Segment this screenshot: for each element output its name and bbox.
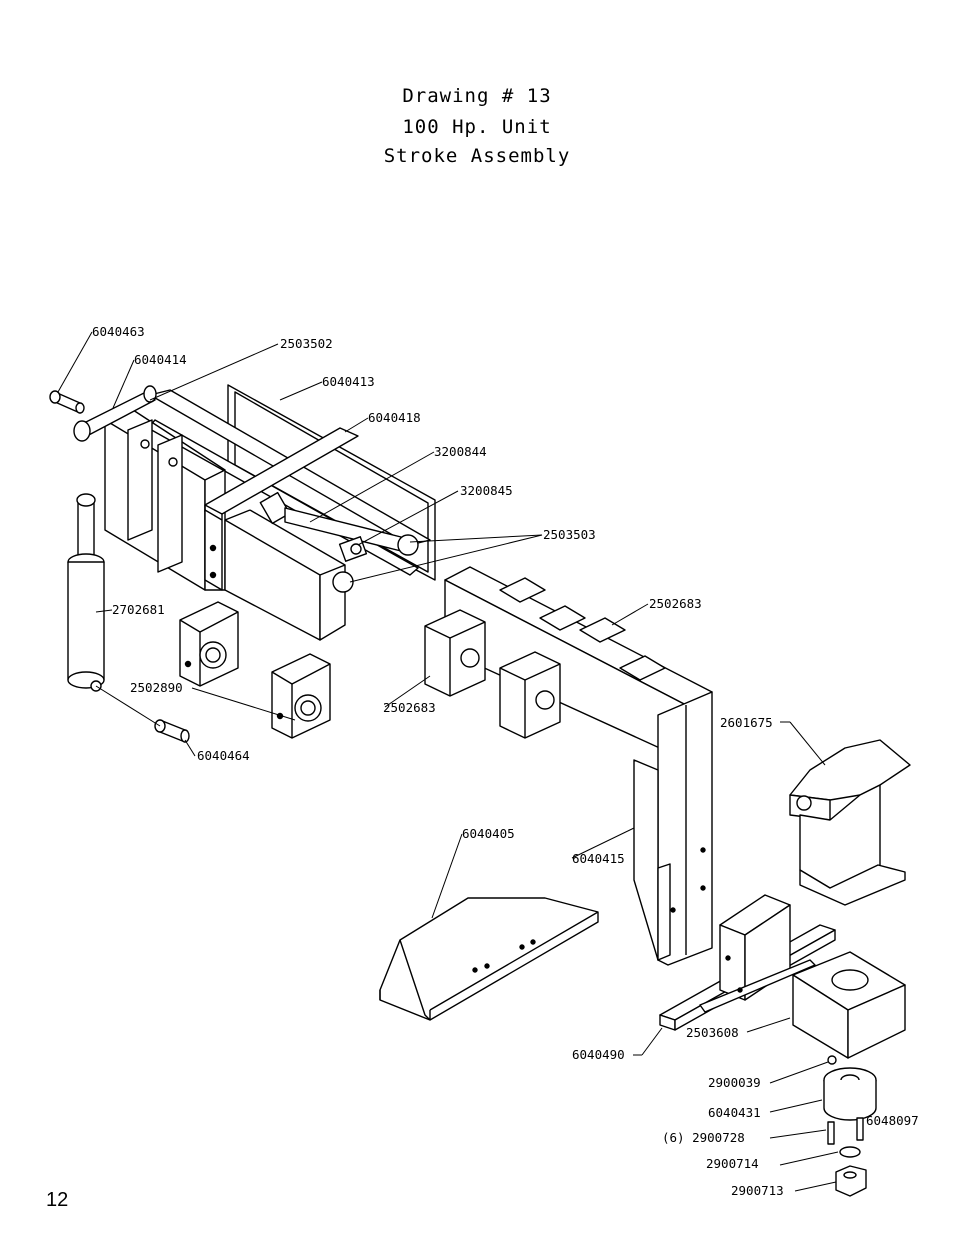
bearing-block-lower	[272, 654, 330, 738]
assembly-title: Stroke Assembly	[383, 145, 571, 167]
bearing-block-upper	[180, 602, 238, 686]
unit-title: 100 Hp. Unit	[402, 116, 552, 138]
label-2702681: 2702681	[112, 602, 165, 617]
label-2900039: 2900039	[708, 1075, 761, 1090]
label-6048097: 6048097	[866, 1113, 919, 1128]
leader-lines	[58, 332, 838, 1191]
hydraulic-cylinder	[68, 494, 104, 691]
label-2502683-upper: 2502683	[649, 596, 702, 611]
pin-6040463	[50, 391, 84, 413]
label-2503503: 2503503	[543, 527, 596, 542]
label-6040415: 6040415	[572, 851, 625, 866]
label-2900713: 2900713	[731, 1183, 784, 1198]
label-6040405: 6040405	[462, 826, 515, 841]
label-6040431: 6040431	[708, 1105, 761, 1120]
label-6040490: 6040490	[572, 1047, 625, 1062]
label-2502890: 2502890	[130, 680, 183, 695]
beam-assembly	[74, 385, 435, 640]
label-2503608: 2503608	[686, 1025, 739, 1040]
page-number: 12	[46, 1189, 69, 1211]
label-2601675: 2601675	[720, 715, 773, 730]
tray	[380, 898, 598, 1020]
wedge-block	[790, 740, 910, 905]
label-2502683-lower: 2502683	[383, 700, 436, 715]
label-2900714: 2900714	[706, 1156, 759, 1171]
label-2900728: (6) 2900728	[662, 1130, 745, 1145]
label-3200844: 3200844	[434, 444, 487, 459]
label-6040413: 6040413	[322, 374, 375, 389]
label-6040463: 6040463	[92, 324, 145, 339]
wedge-beam	[425, 567, 712, 965]
pin-6040464	[155, 720, 189, 742]
label-2503502: 2503502	[280, 336, 333, 351]
base-assembly	[660, 895, 905, 1196]
label-3200845: 3200845	[460, 483, 513, 498]
label-6040418: 6040418	[368, 410, 421, 425]
label-6040414: 6040414	[134, 352, 187, 367]
label-6040464: 6040464	[197, 748, 250, 763]
drawing-title: Drawing # 13	[402, 85, 552, 107]
